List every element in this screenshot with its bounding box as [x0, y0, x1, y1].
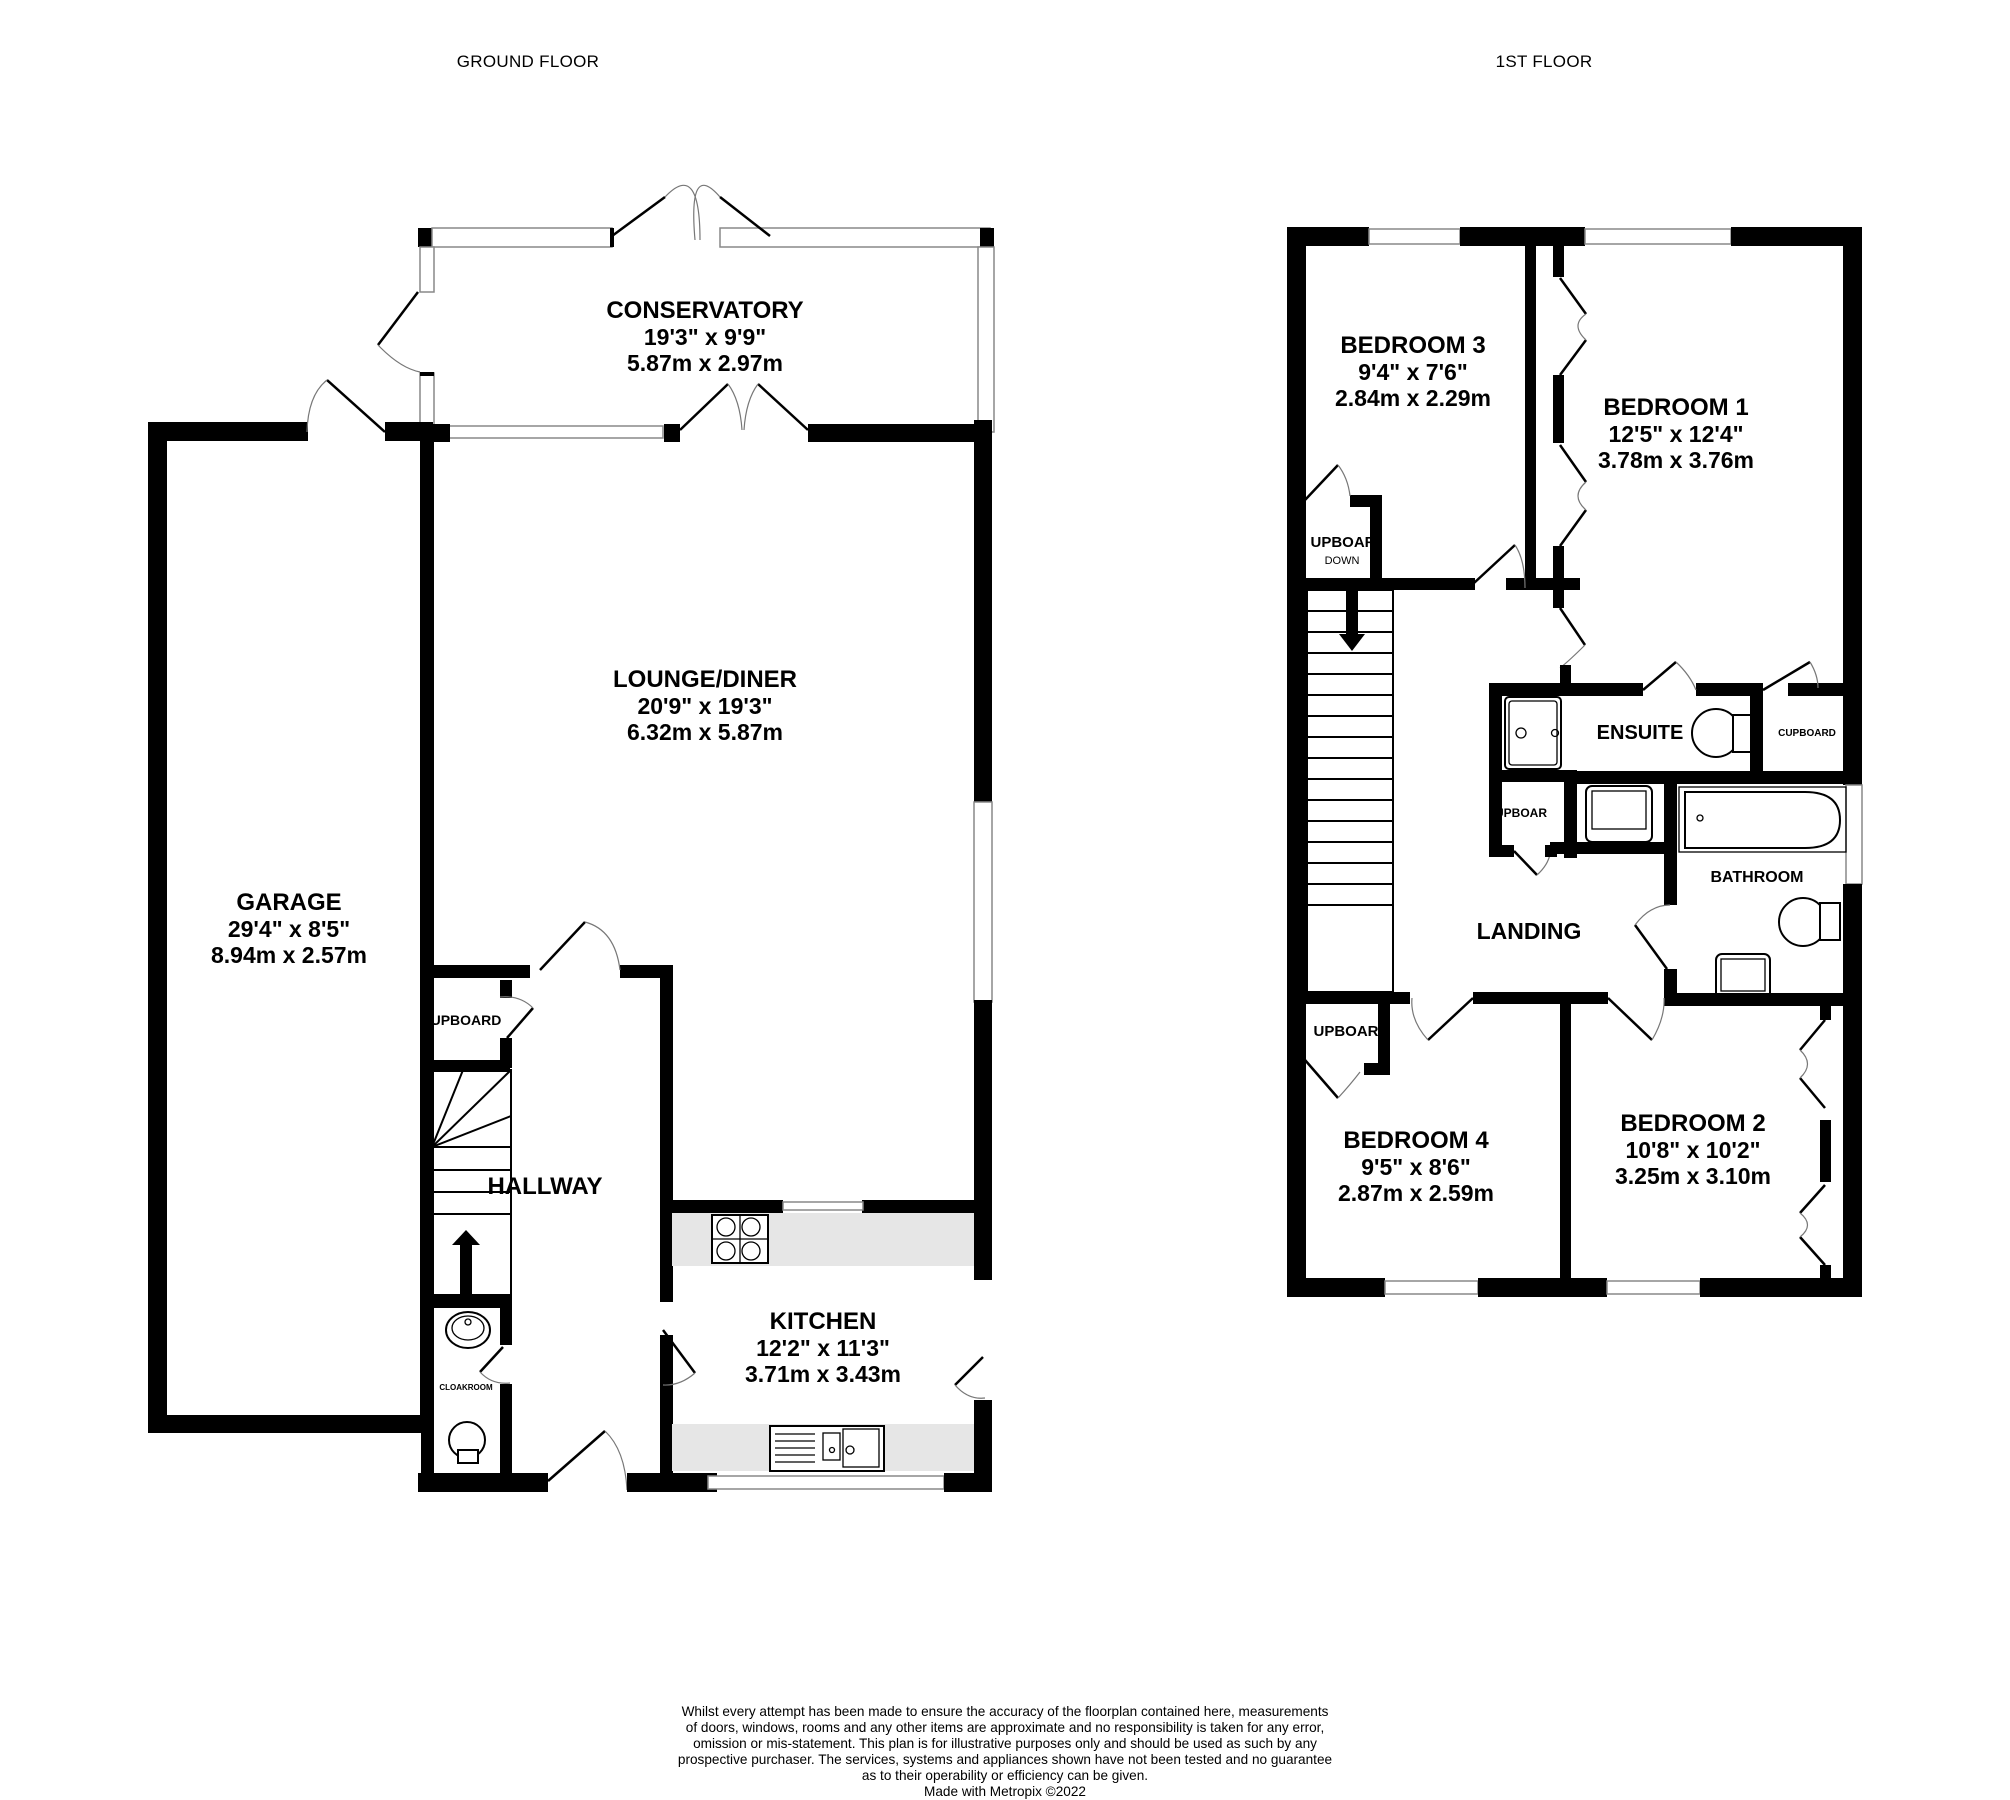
room-bedroom-2: BEDROOM 2 10'8" x 10'2" 3.25m x 3.10m	[1614, 1110, 1772, 1189]
room-imperial: 12'2" x 11'3"	[756, 1334, 890, 1361]
room-lounge-diner: LOUNGE/DINER 20'9" x 19'3" 6.32m x 5.87m	[612, 666, 798, 745]
disclaimer: Whilst every attempt has been made to en…	[625, 1704, 1385, 1800]
room-name: BEDROOM 2	[1620, 1110, 1766, 1137]
lounge-structure	[430, 420, 993, 1295]
ensuite-toilet-icon	[1691, 708, 1752, 758]
room-name: LOUNGE/DINER	[612, 666, 798, 693]
room-metric: 3.25m x 3.10m	[1614, 1162, 1772, 1189]
room-imperial: 10'8" x 10'2"	[1625, 1136, 1761, 1163]
room-imperial: 12'5" x 12'4"	[1608, 420, 1744, 447]
room-hallway: HALLWAY	[487, 1173, 603, 1200]
room-name: BEDROOM 1	[1603, 394, 1749, 421]
room-imperial: 19'3" x 9'9"	[643, 323, 767, 350]
room-imperial: 29'4" x 8'5"	[227, 915, 351, 942]
shower-icon	[1504, 696, 1562, 770]
bathroom-toilet-icon	[1778, 897, 1841, 947]
hob-icon	[711, 1214, 769, 1264]
hallway-structure	[418, 965, 717, 1492]
stairs-down-label: DOWN	[1324, 555, 1360, 567]
sink-icon	[769, 1425, 885, 1472]
room-name: BEDROOM 4	[1343, 1127, 1489, 1154]
room-bedroom-3: BEDROOM 3 9'4" x 7'6" 2.84m x 2.29m	[1334, 332, 1492, 411]
room-metric: 3.71m x 3.43m	[744, 1360, 902, 1387]
room-ensuite: ENSUITE	[1596, 722, 1684, 744]
room-cupboard-bedroom4: UPBOAR	[1313, 1023, 1379, 1040]
metropix-credit: Made with Metropix ©2022	[924, 1784, 1086, 1799]
room-cupboard-ensuite: CUPBOARD	[1778, 728, 1836, 739]
ensuite-basin-icon	[1585, 785, 1653, 843]
room-cupboard: UPBOARD	[430, 1012, 502, 1028]
room-metric: 3.78m x 3.76m	[1597, 446, 1755, 473]
ground-floor-plan	[148, 184, 995, 1492]
room-cupboard-landing: UPBOAR	[1494, 806, 1548, 820]
disclaimer-line: omission or mis-statement. This plan is …	[693, 1736, 1317, 1751]
room-name: CONSERVATORY	[606, 297, 804, 324]
room-conservatory: CONSERVATORY 19'3" x 9'9" 5.87m x 2.97m	[606, 297, 804, 376]
bath-icon	[1678, 786, 1847, 853]
ground-floor-title: GROUND FLOOR	[456, 52, 600, 71]
first-floor-plan	[1287, 227, 1863, 1297]
room-metric: 8.94m x 2.57m	[210, 941, 368, 968]
room-cupboard-stairs: UPBOAR	[1310, 534, 1376, 551]
disclaimer-line: of doors, windows, rooms and any other i…	[685, 1720, 1325, 1735]
room-kitchen: KITCHEN 12'2" x 11'3" 3.71m x 3.43m	[744, 1308, 902, 1387]
room-name: BEDROOM 3	[1340, 332, 1486, 359]
room-metric: 2.87m x 2.59m	[1337, 1179, 1495, 1206]
disclaimer-line: as to their operability or efficiency ca…	[861, 1768, 1149, 1783]
room-bedroom-4: BEDROOM 4 9'5" x 8'6" 2.87m x 2.59m	[1337, 1127, 1495, 1206]
room-metric: 5.87m x 2.97m	[626, 349, 783, 376]
first-floor-title: 1ST FLOOR	[1495, 52, 1593, 71]
room-metric: 6.32m x 5.87m	[626, 718, 784, 745]
room-bedroom-1: BEDROOM 1 12'5" x 12'4" 3.78m x 3.76m	[1597, 394, 1755, 473]
room-landing: LANDING	[1476, 918, 1582, 944]
room-cloakroom: CLOAKROOM	[439, 1383, 493, 1392]
room-imperial: 9'5" x 8'6"	[1361, 1153, 1471, 1180]
room-garage: GARAGE 29'4" x 8'5" 8.94m x 2.57m	[210, 889, 368, 968]
room-imperial: 20'9" x 19'3"	[637, 692, 773, 719]
disclaimer-line: prospective purchaser. The services, sys…	[677, 1752, 1333, 1767]
room-imperial: 9'4" x 7'6"	[1358, 358, 1468, 385]
kitchen-structure	[660, 1200, 992, 1492]
room-bathroom: BATHROOM	[1710, 869, 1804, 886]
stairs-first-floor	[1306, 589, 1394, 993]
room-metric: 2.84m x 2.29m	[1334, 384, 1492, 411]
disclaimer-line: Whilst every attempt has been made to en…	[681, 1704, 1329, 1719]
room-name: GARAGE	[236, 889, 342, 916]
room-name: KITCHEN	[769, 1308, 877, 1335]
